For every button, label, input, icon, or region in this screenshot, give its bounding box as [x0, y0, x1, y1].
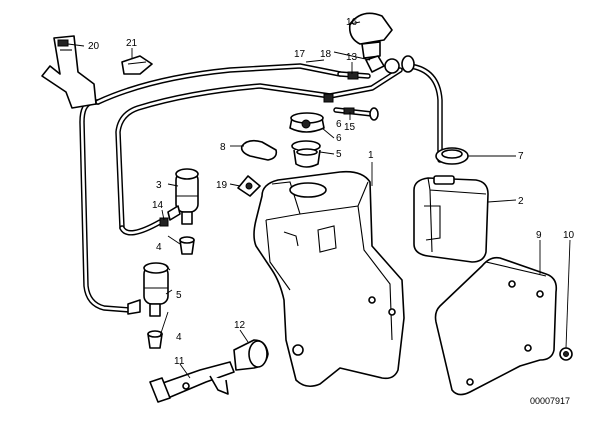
hose-connector-15	[343, 107, 379, 121]
washer-pump-upper	[167, 168, 199, 225]
hose-to-pump-upper	[119, 219, 163, 236]
reservoir-cover-panel	[434, 256, 558, 396]
t-connector-18	[365, 55, 415, 74]
callout-19: 19	[216, 180, 228, 191]
main-washer-reservoir	[253, 170, 405, 388]
grommet	[237, 175, 261, 197]
filler-pipe	[149, 361, 235, 403]
washer-jet-nozzle	[348, 12, 393, 59]
hose-connector-13	[347, 71, 359, 80]
callout-11: 11	[174, 356, 185, 367]
hose-connector-17	[323, 93, 334, 103]
hose-right-loop	[407, 63, 443, 163]
retaining-clip	[121, 55, 153, 75]
reservoir-cap-assembly	[289, 112, 325, 168]
filler-grommet	[233, 339, 269, 371]
hose-mid	[327, 67, 403, 99]
callout-8: 8	[220, 142, 226, 153]
hose-upper-run	[95, 63, 343, 105]
callout-14: 14	[152, 200, 164, 211]
callout-4a: 4	[156, 242, 162, 253]
callout-3: 3	[156, 180, 162, 191]
auxiliary-reservoir-cap	[435, 147, 469, 165]
reference-number: 00007917	[530, 396, 570, 406]
callout-5a: 5	[336, 149, 342, 160]
callout-20: 20	[88, 41, 100, 52]
callout-10: 10	[563, 230, 575, 241]
callout-9: 9	[536, 230, 542, 241]
pump-seal-lower	[147, 330, 163, 349]
pump-seal-upper	[179, 236, 195, 255]
auxiliary-reservoir	[413, 175, 489, 263]
level-sensor-cap	[240, 139, 278, 161]
callouts: 1 2 3 4 4 5 5 6 6 7 8 9 10 11 12 13 14 1…	[88, 17, 575, 367]
callout-2: 2	[518, 196, 524, 207]
washer-pump-lower	[127, 262, 169, 317]
callout-7: 7	[518, 151, 524, 162]
callout-4b: 4	[176, 332, 182, 343]
callout-13: 13	[346, 52, 358, 63]
callout-21: 21	[126, 38, 138, 49]
leader-lines	[67, 21, 571, 379]
callout-17: 17	[294, 49, 306, 60]
callout-12: 12	[234, 320, 246, 331]
callout-16: 16	[346, 17, 358, 28]
callout-15: 15	[344, 122, 356, 133]
callout-18: 18	[320, 49, 332, 60]
callout-6a: 6	[336, 133, 342, 144]
nut-10	[559, 347, 573, 361]
callout-1: 1	[368, 150, 374, 161]
callout-6b: 6	[336, 119, 342, 130]
hose-inner-run	[115, 83, 333, 231]
callout-5b: 5	[176, 290, 182, 301]
mounting-bracket	[41, 35, 97, 109]
